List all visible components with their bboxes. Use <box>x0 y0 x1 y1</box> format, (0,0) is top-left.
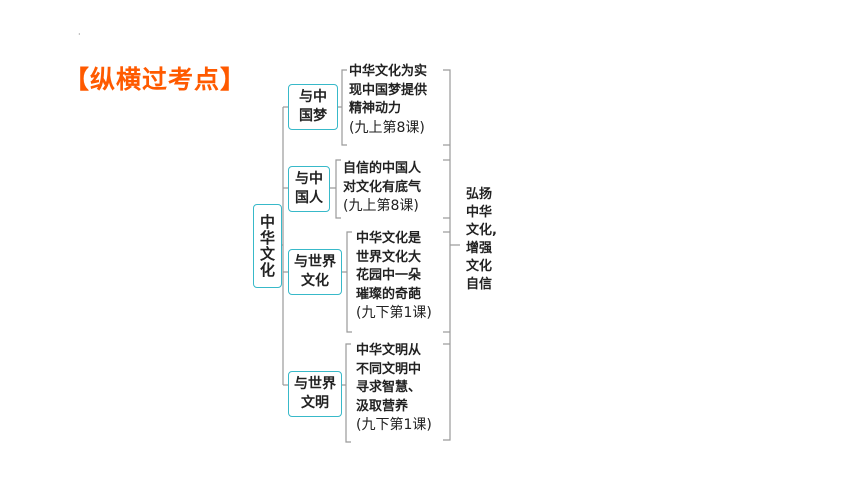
leaf-source: (九下第1课) <box>356 417 432 433</box>
leaf-line: 中华文明从 <box>356 343 422 358</box>
branch-label-line: 与世界 <box>294 254 336 270</box>
leaf-line: 对文化有底气 <box>343 179 422 195</box>
leaf-text-china-dream: 中华文化为实 现中国梦提供 精神动力 (九上第8课) <box>349 63 427 137</box>
leaf-bracket-1 <box>338 69 347 146</box>
page-title: 【纵横过考点】 <box>64 65 247 94</box>
leaf-source: (九上第8课) <box>343 198 419 214</box>
branch-label-line: 文明 <box>301 395 329 411</box>
conclusion-line: 增强 <box>466 241 493 256</box>
leaf-text-world-culture: 中华文化是 世界文化大 花园中一朵 璀璨的奇葩 (九下第1课) <box>356 230 432 323</box>
decorative-dot: · <box>78 30 81 39</box>
conclusion-line: 自信 <box>466 277 493 292</box>
conclusion-text: 弘扬 中华 文化, 增强 文化 自信 <box>466 186 506 294</box>
conclusion-line: 中华 <box>466 205 493 220</box>
leaf-line: 自信的中国人 <box>343 161 422 176</box>
leaf-bracket-4 <box>342 343 351 443</box>
leaf-text-world-civilization: 中华文明从 不同文明中 寻求智慧、 汲取营养 (九下第1课) <box>356 342 432 435</box>
leaf-line: 现中国梦提供 <box>349 82 428 98</box>
branch-label-line: 与中 <box>295 171 323 187</box>
branch-label-line: 文化 <box>301 273 329 289</box>
conclusion-line: 弘扬 <box>466 187 493 202</box>
leaf-line: 花园中一朵 <box>356 268 422 283</box>
leaf-line: 璀璨的奇葩 <box>356 286 422 302</box>
branch-node-chinese-people: 与中 国人 <box>288 166 330 212</box>
branch-node-world-culture: 与世界 文化 <box>288 249 342 295</box>
leaf-bracket-3 <box>342 231 352 333</box>
branch-node-china-dream: 与中 国梦 <box>288 84 338 130</box>
leaf-source: (九下第1课) <box>356 305 432 321</box>
branch-label-line: 与中 <box>299 89 327 105</box>
root-label: 中华文化 <box>258 214 276 278</box>
branch-node-world-civilization: 与世界 文明 <box>288 371 342 417</box>
branch-label-line: 国人 <box>295 190 323 206</box>
leaf-source: (九上第8课) <box>349 119 425 136</box>
leaf-line: 中华文化为实 <box>349 64 428 79</box>
conclusion-line: 文化 <box>466 259 493 274</box>
right-bracket <box>443 69 451 441</box>
leaf-text-chinese-people: 自信的中国人 对文化有底气 (九上第8课) <box>343 160 421 216</box>
branch-label-line: 国梦 <box>299 108 327 124</box>
branch-label-line: 与世界 <box>294 376 336 392</box>
leaf-line: 汲取营养 <box>356 398 409 414</box>
leaf-line: 不同文明中 <box>356 361 422 377</box>
leaf-line: 寻求智慧、 <box>356 380 422 395</box>
conclusion-line: 文化, <box>466 223 497 238</box>
leaf-line: 精神动力 <box>349 101 402 116</box>
leaf-line: 中华文化是 <box>356 231 422 246</box>
root-node: 中华文化 <box>253 204 282 288</box>
leaf-bracket-2 <box>330 159 341 219</box>
leaf-line: 世界文化大 <box>356 249 422 265</box>
